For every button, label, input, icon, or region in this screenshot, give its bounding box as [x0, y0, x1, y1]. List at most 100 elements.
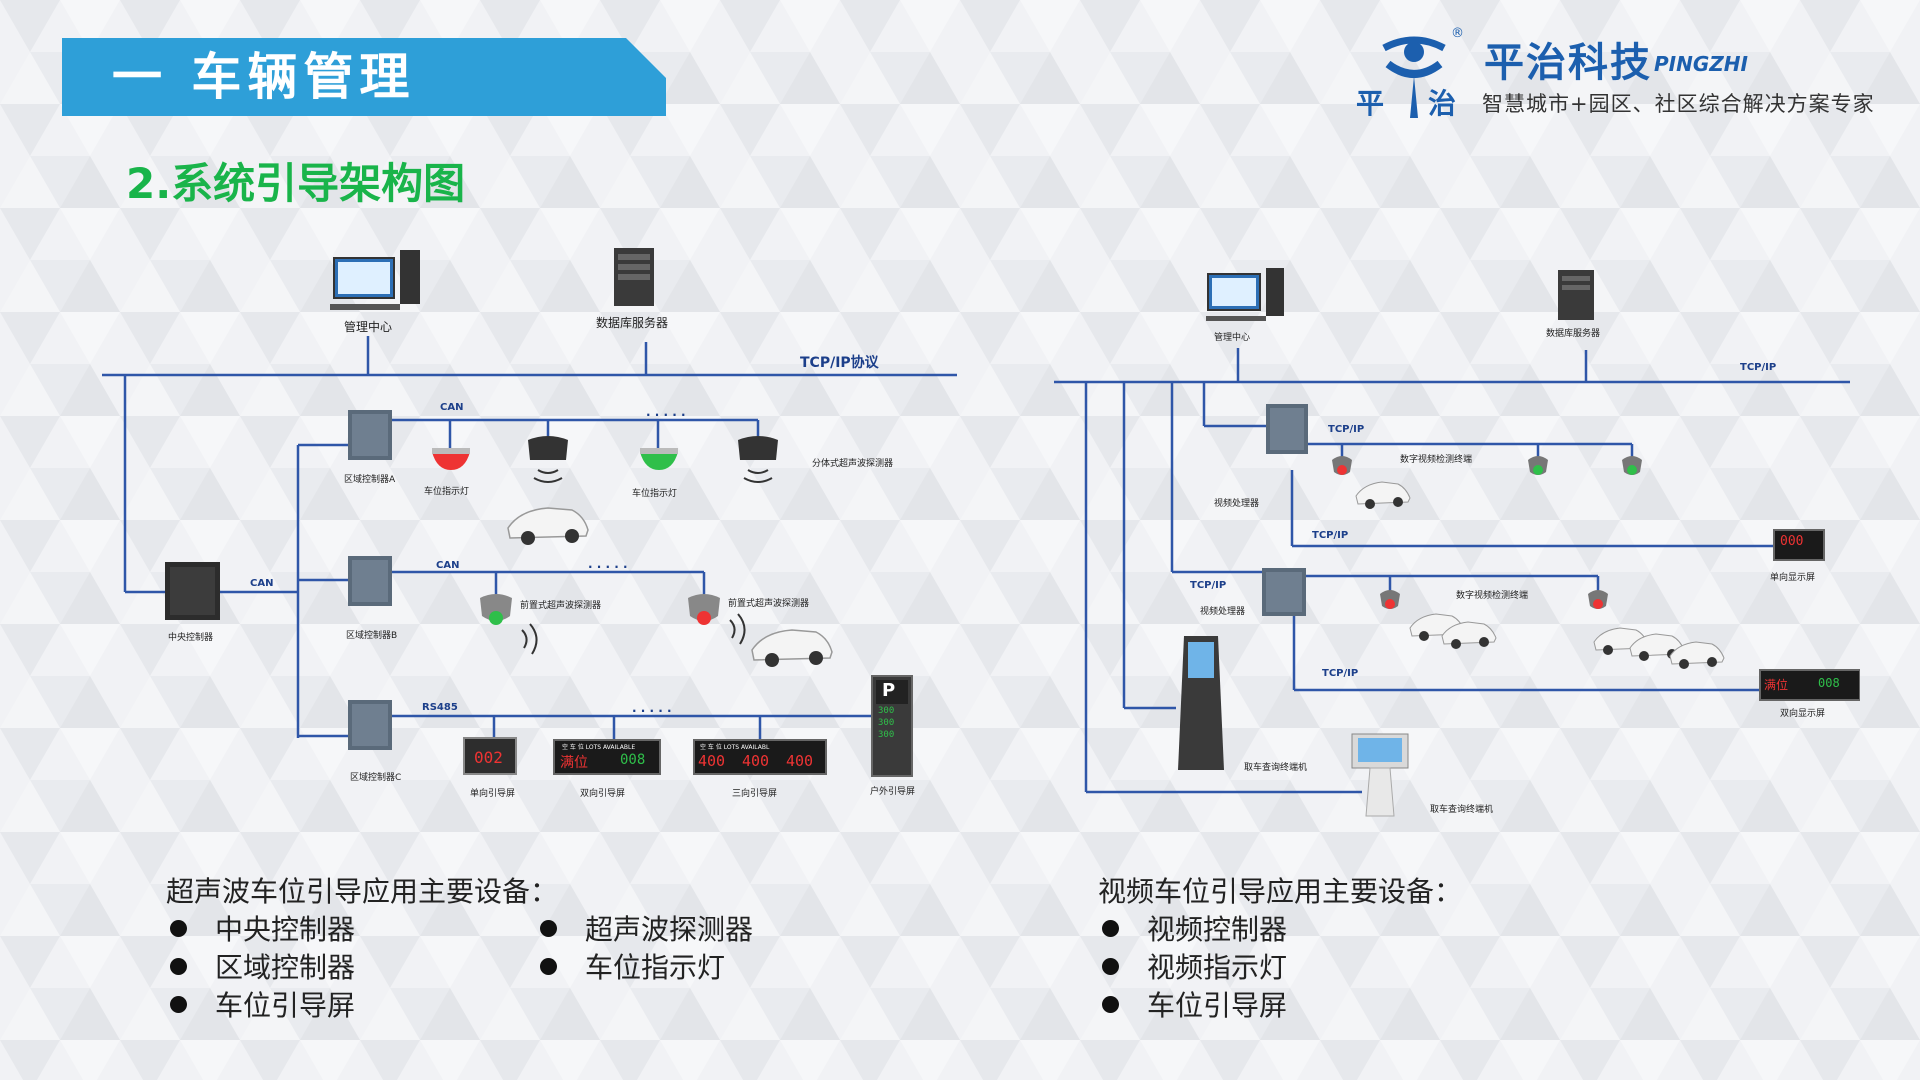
- zone-controller-c-label: 区域控制器C: [350, 773, 402, 783]
- logo-char-left: 平: [1356, 87, 1385, 120]
- dual-display-label: 双向显示屏: [1780, 709, 1826, 719]
- video-database-server-label: 数据库服务器: [1546, 329, 1601, 339]
- outdoor-screen-value-3: 300: [878, 730, 895, 740]
- query-kiosk-label-2: 取车查询终端机: [1430, 805, 1494, 815]
- tcpip-label-2: TCP/IP: [1312, 530, 1349, 541]
- video-processor-label-1: 视频处理器: [1214, 499, 1260, 509]
- front-detector-label-1: 前置式超声波探测器: [520, 601, 602, 611]
- front-detector-icon-1: [480, 594, 538, 655]
- registered-mark: ®: [1451, 26, 1464, 41]
- video-database-server-icon: [1558, 270, 1594, 320]
- video-terminal-label-2: 数字视频检测终端: [1456, 591, 1529, 601]
- right-single-display-value: 000: [1780, 534, 1804, 549]
- dual-screen-right: 008: [620, 752, 646, 768]
- list-item: 视频控制器: [1102, 908, 1287, 948]
- tcpip-label-1: TCP/IP: [1328, 424, 1365, 435]
- red-indicator-light-icon: [432, 448, 470, 470]
- database-server-icon: [614, 248, 654, 306]
- front-detector-icon-2: [688, 594, 746, 645]
- outdoor-screen-value-1: 300: [878, 706, 895, 716]
- camera-icon-5: [1588, 590, 1608, 609]
- split-detector-icon-2: [738, 436, 778, 483]
- car-icon-2: [751, 629, 833, 667]
- camera-icon-3: [1622, 456, 1642, 475]
- dots-zone-b: · · · · ·: [588, 560, 628, 574]
- dots-zone-a: · · · · ·: [646, 408, 686, 422]
- single-guide-screen-icon: [463, 737, 517, 775]
- tcpip-label-3: TCP/IP: [1190, 580, 1227, 591]
- video-terminal-label-1: 数字视频检测终端: [1400, 455, 1473, 465]
- dual-guide-screen-label: 双向引导屏: [580, 789, 626, 799]
- dual-screen-left: 满位: [560, 755, 588, 771]
- query-kiosk-icon-2: [1351, 733, 1409, 817]
- dots-zone-c: · · · · ·: [632, 704, 672, 718]
- query-kiosk-label-1: 取车查询终端机: [1244, 763, 1308, 773]
- outdoor-guide-screen-icon: [871, 675, 913, 777]
- single-screen-value: 002: [474, 748, 503, 767]
- rs485-label: RS485: [422, 702, 458, 713]
- indicator-light-label-2: 车位指示灯: [632, 489, 678, 499]
- database-server-label: 数据库服务器: [596, 316, 669, 330]
- triple-screen-value-1: 400: [698, 752, 726, 770]
- page-title: 一 车辆管理: [112, 48, 416, 106]
- zone-controller-b-label: 区域控制器B: [346, 631, 398, 641]
- single-display-label: 单向显示屏: [1770, 573, 1816, 583]
- right-dual-display-left: 满位: [1764, 678, 1789, 692]
- list-item: 车位引导屏: [1102, 984, 1287, 1024]
- list-item: 超声波探测器: [540, 908, 753, 948]
- management-center-label: 管理中心: [344, 320, 393, 334]
- central-controller-icon: [165, 562, 220, 620]
- management-computer-icon: [330, 250, 420, 310]
- can-label-main: CAN: [250, 578, 274, 589]
- dual-display-icon: [1759, 669, 1860, 701]
- section-subtitle: 2.系统引导架构图: [126, 159, 466, 208]
- right-dual-display-right: 008: [1818, 676, 1840, 690]
- video-processor-icon-2: [1262, 568, 1306, 616]
- triple-screen-value-2: 400: [742, 752, 770, 770]
- single-guide-screen-label: 单向引导屏: [470, 789, 516, 799]
- camera-icon-2: [1528, 456, 1548, 475]
- outdoor-screen-value-2: 300: [878, 718, 895, 728]
- triple-guide-screen-icon: [693, 739, 827, 775]
- video-car-icon-6: [1669, 641, 1725, 669]
- dual-screen-header: 空 车 位 LOTS AVAILABLE: [562, 744, 636, 751]
- can-label-b: CAN: [436, 560, 460, 571]
- green-indicator-light-icon: [640, 448, 678, 470]
- ultrasonic-list-title: 超声波车位引导应用主要设备：: [166, 875, 559, 908]
- tcpip-label-4: TCP/IP: [1322, 668, 1359, 679]
- logo-char-right: 治: [1428, 87, 1457, 120]
- camera-icon-1: [1332, 456, 1352, 475]
- video-network-label: TCP/IP: [1740, 362, 1777, 373]
- single-display-icon: [1773, 529, 1825, 561]
- can-label-a: CAN: [440, 402, 464, 413]
- list-item: 区域控制器: [170, 946, 355, 986]
- query-kiosk-icon-1: [1178, 636, 1224, 770]
- outdoor-screen-letter: P: [882, 680, 896, 701]
- car-icon-1: [507, 507, 589, 545]
- dual-guide-screen-icon: [553, 739, 661, 775]
- video-architecture-diagram: [1054, 268, 1860, 817]
- central-controller-label: 中央控制器: [168, 633, 214, 643]
- list-item: 车位引导屏: [170, 984, 355, 1024]
- zone-controller-b-icon: [348, 556, 392, 606]
- video-car-icon-3: [1441, 621, 1497, 649]
- tcpip-protocol-label: TCP/IP协议: [800, 355, 879, 371]
- camera-icon-4: [1380, 590, 1400, 609]
- video-processor-label-2: 视频处理器: [1200, 607, 1246, 617]
- triple-screen-value-3: 400: [786, 752, 814, 770]
- video-management-computer-icon: [1206, 268, 1284, 321]
- video-management-center-label: 管理中心: [1214, 333, 1251, 343]
- split-detector-label: 分体式超声波探测器: [812, 459, 894, 469]
- zone-controller-a-label: 区域控制器A: [344, 475, 396, 485]
- video-processor-icon-1: [1266, 404, 1308, 454]
- triple-guide-screen-label: 三向引导屏: [732, 789, 778, 799]
- pingzhi-logo-icon: [1382, 36, 1446, 118]
- zone-controller-c-icon: [348, 700, 392, 750]
- zone-controller-a-icon: [348, 410, 392, 460]
- company-name: 平治科技: [1484, 40, 1652, 86]
- list-item: 车位指示灯: [540, 946, 725, 986]
- triple-screen-header: 空 车 位 LOTS AVAILABL: [700, 744, 770, 751]
- list-item: 视频指示灯: [1102, 946, 1287, 986]
- list-item: 中央控制器: [170, 908, 355, 948]
